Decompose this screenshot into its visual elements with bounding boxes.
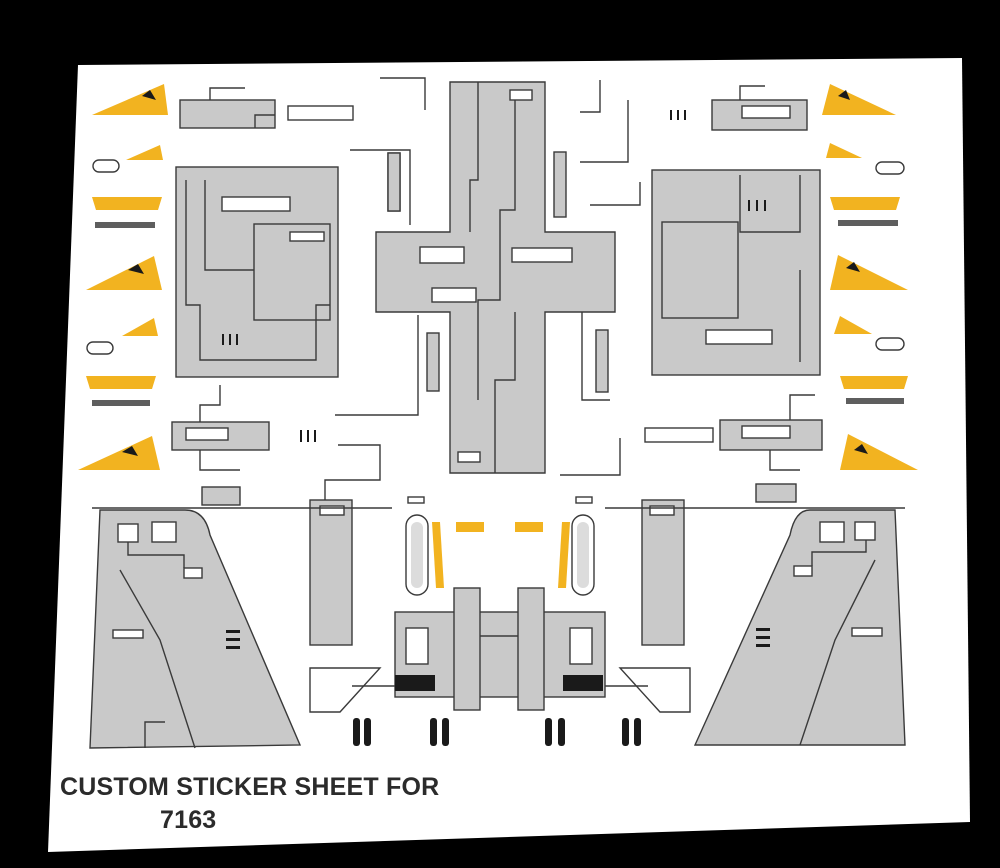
center-capsules (405, 496, 595, 596)
bottom-right-wedge (693, 509, 906, 746)
wiring-lines (324, 77, 641, 500)
bottom-black-pills (353, 718, 641, 746)
sheet-caption-set-number: 7163 (160, 806, 217, 834)
bottom-left-wedge (89, 509, 302, 749)
right-panel (553, 151, 821, 393)
top-right-strip (670, 85, 808, 131)
right-mid-stickers (644, 394, 823, 503)
bottom-tall-bars (309, 499, 685, 646)
sheet-caption-title: CUSTOM STICKER SHEET FOR (60, 773, 440, 801)
left-yellow-decals (78, 84, 168, 470)
right-yellow-decals (822, 84, 918, 470)
center-cross (375, 81, 616, 474)
top-left-strip (179, 87, 354, 129)
left-mid-stickers (171, 385, 316, 506)
left-panel (175, 152, 401, 378)
bottom-center-console (309, 587, 691, 713)
